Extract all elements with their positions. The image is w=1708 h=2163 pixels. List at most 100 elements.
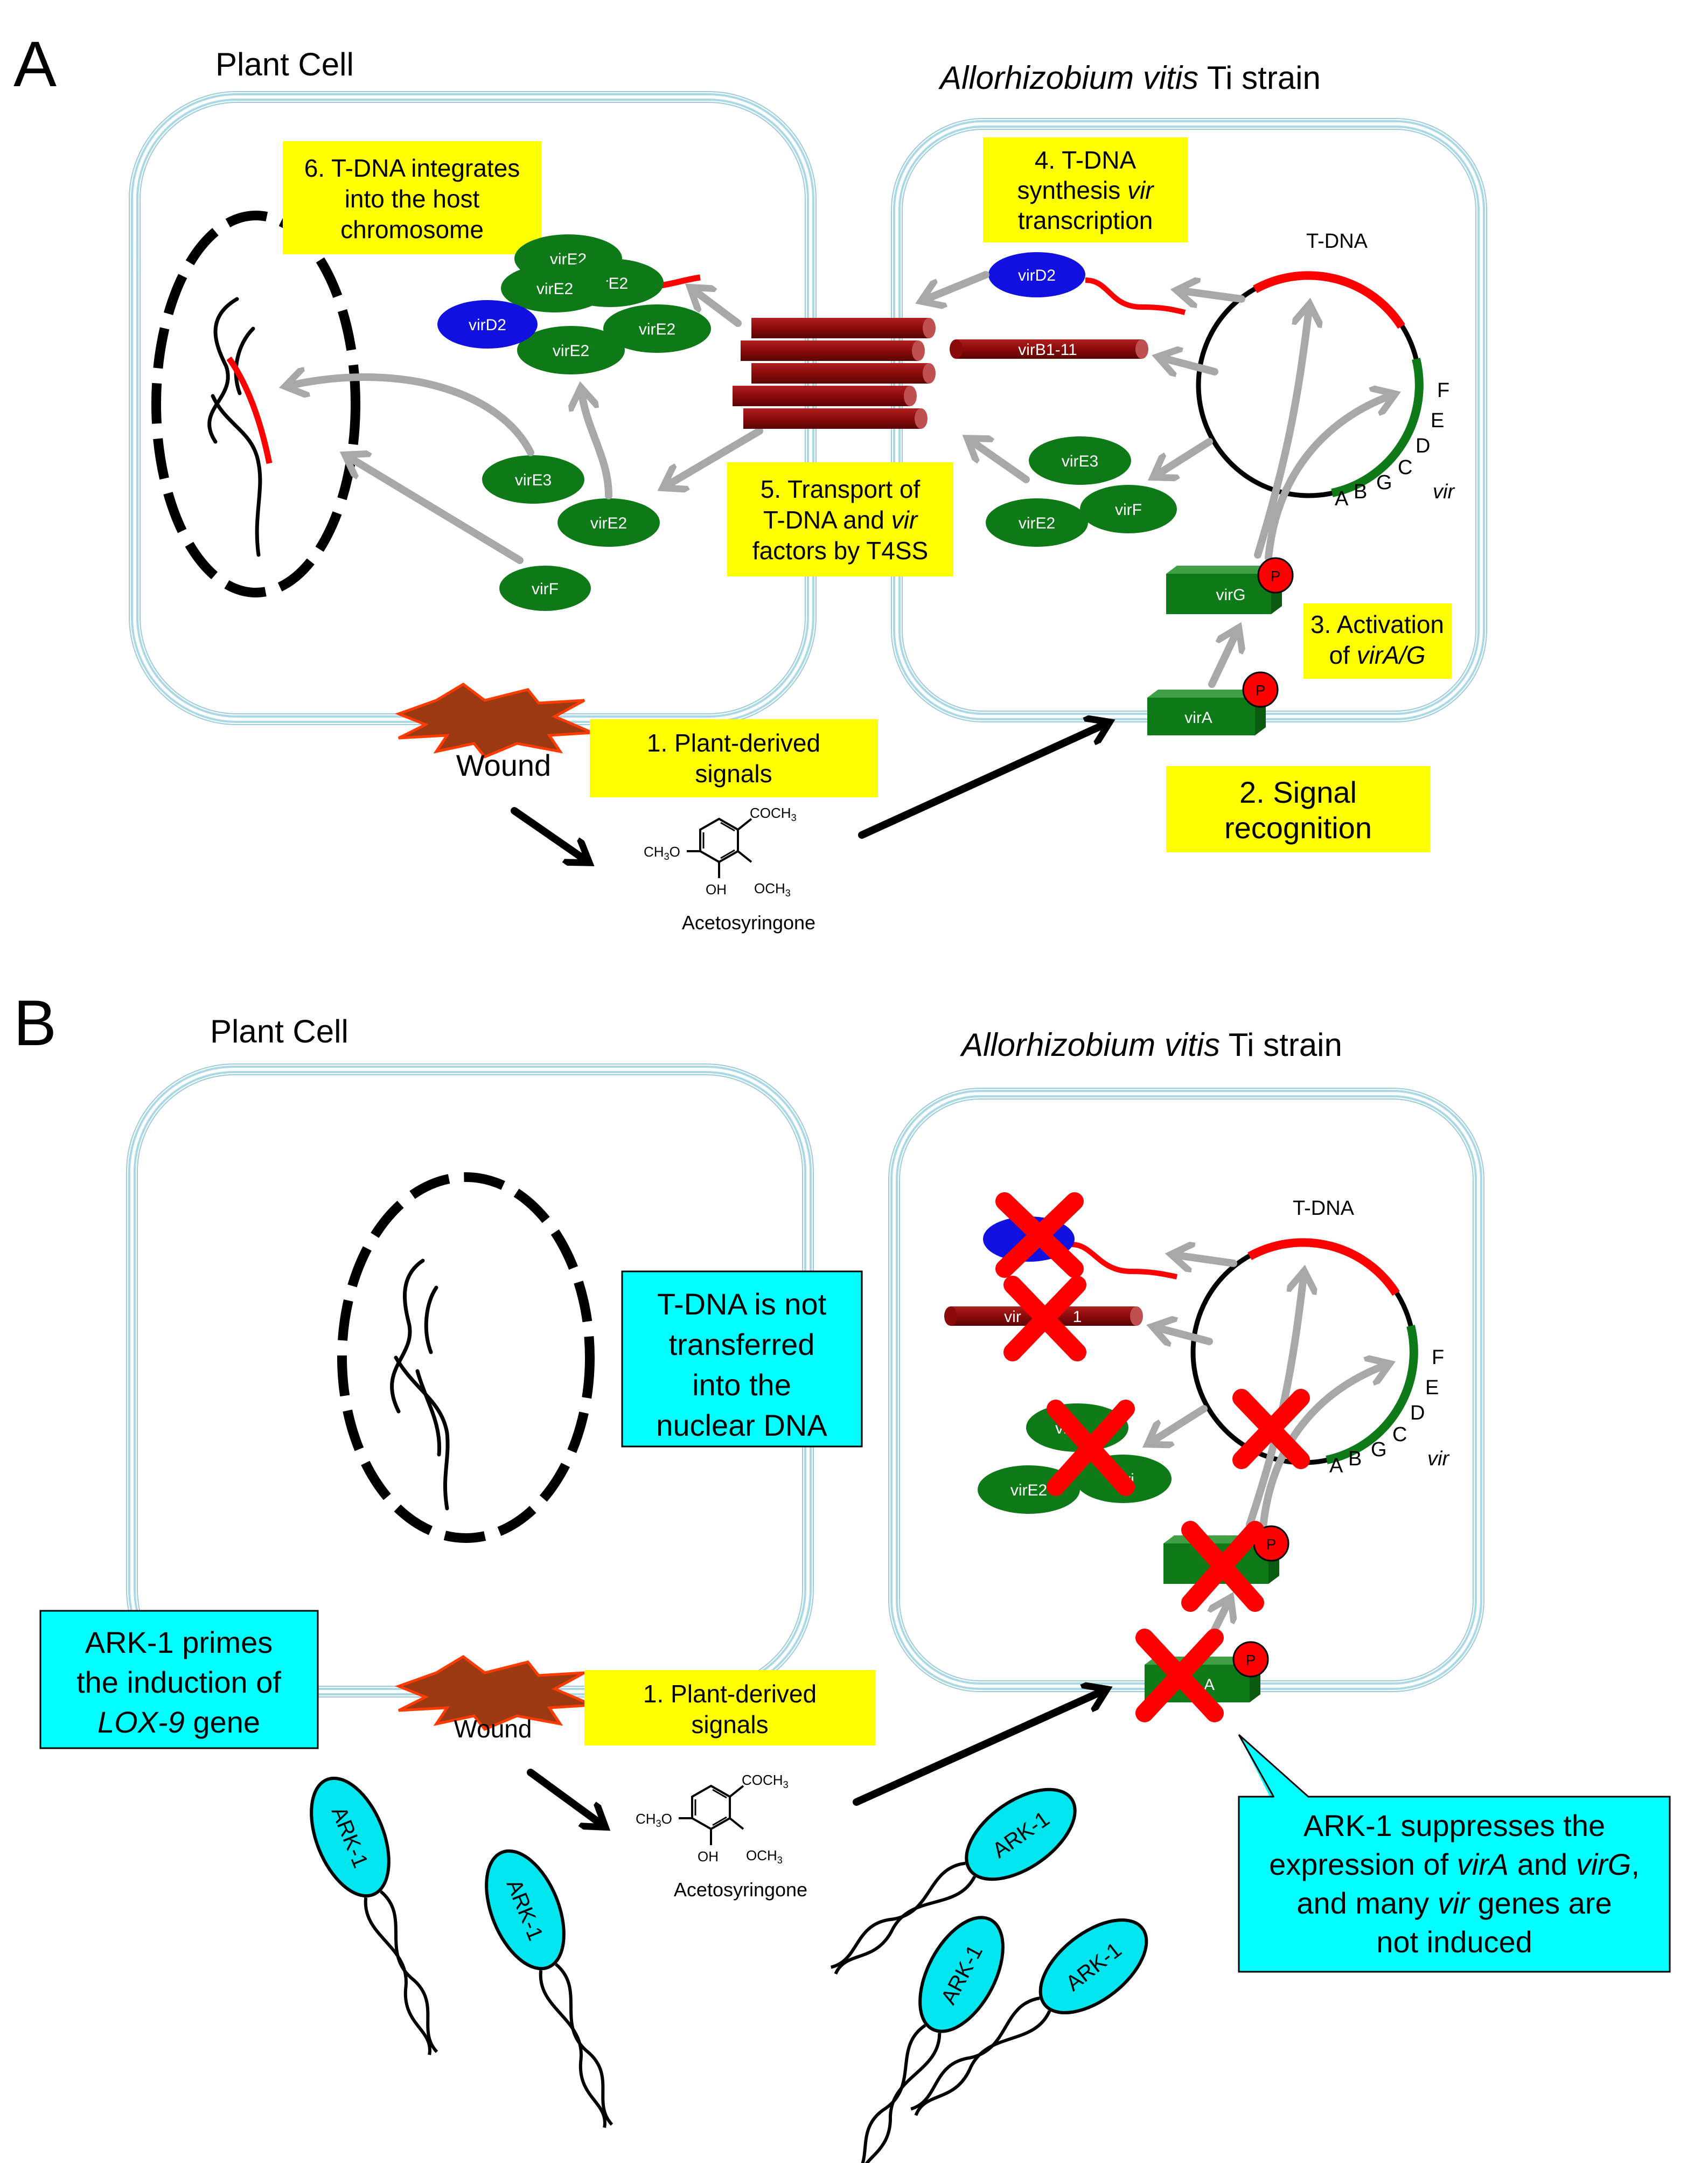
wound-label: Wound bbox=[456, 748, 551, 782]
red-x-marks bbox=[995, 1192, 1310, 1722]
svg-text:virD2: virD2 bbox=[469, 316, 506, 334]
step6-box: 6. T-DNA integrates into the host chromo… bbox=[283, 141, 541, 254]
svg-text:LOX-9 gene: LOX-9 gene bbox=[97, 1705, 260, 1739]
svg-text:G: G bbox=[1371, 1438, 1387, 1461]
svg-text:virE2: virE2 bbox=[536, 280, 573, 298]
svg-text:G: G bbox=[1376, 471, 1392, 494]
vire2-protein bbox=[557, 498, 660, 547]
red-x-induction bbox=[1232, 1389, 1310, 1469]
tdna-not-transferred-box: T-DNA is not transferred into the nuclea… bbox=[621, 1270, 863, 1448]
svg-text:ARK-1 primes: ARK-1 primes bbox=[85, 1625, 273, 1659]
panel-b: B Plant Cell Allorhizobium vitis Ti stra… bbox=[13, 987, 1671, 2163]
arrow-signal-to-vira bbox=[858, 725, 1104, 839]
svg-text:CH3O: CH3O bbox=[644, 844, 680, 862]
svg-text:signals: signals bbox=[695, 760, 772, 788]
svg-text:1. Plant-derived: 1. Plant-derived bbox=[643, 1680, 817, 1708]
svg-text:OCH3: OCH3 bbox=[746, 1847, 783, 1866]
panel-b-plant-cell-title: Plant Cell bbox=[210, 1013, 348, 1049]
vird2-protein bbox=[988, 252, 1085, 297]
arrow-tdna-to-vird2 bbox=[1182, 291, 1245, 299]
svg-text:Acetosyringone: Acetosyringone bbox=[674, 1879, 807, 1901]
svg-text:virG: virG bbox=[1216, 586, 1246, 604]
vire3-label: virE3 bbox=[1062, 453, 1098, 470]
svg-text:A: A bbox=[1335, 488, 1349, 510]
arrow-vire2-up bbox=[582, 393, 612, 499]
step1-box: 1. Plant-derived signals bbox=[590, 719, 878, 797]
svg-text:the induction of: the induction of bbox=[76, 1665, 281, 1699]
wound-a: Wound bbox=[394, 682, 593, 782]
red-x-vira bbox=[1135, 1629, 1224, 1722]
svg-text:F: F bbox=[1437, 379, 1449, 402]
acetosyringone-a: COCH3 CH3O OH OCH3 Acetosyringone bbox=[644, 805, 815, 934]
arrow-plasmid-to-virf bbox=[1158, 438, 1213, 474]
arrow-wound-to-signal bbox=[511, 807, 584, 859]
arrow-vire2-out bbox=[972, 442, 1030, 483]
vire2-protein bbox=[603, 304, 711, 353]
red-x-virb bbox=[1003, 1276, 1086, 1361]
arrow-virg-to-vir bbox=[1265, 396, 1390, 561]
nucleus-a bbox=[151, 211, 360, 597]
svg-text:B: B bbox=[1354, 481, 1367, 503]
vire2-protein bbox=[986, 498, 1088, 547]
red-x-virg bbox=[1181, 1521, 1264, 1612]
svg-text:nuclear DNA: nuclear DNA bbox=[656, 1408, 827, 1442]
t4ss-channel bbox=[733, 318, 936, 429]
virf-label: virF bbox=[1115, 501, 1142, 519]
arrow-vira-to-virg bbox=[1208, 633, 1236, 688]
svg-text:P: P bbox=[1246, 1652, 1256, 1668]
arrow-plasmid-to-virb bbox=[1163, 358, 1218, 372]
vire2-protein bbox=[501, 264, 609, 312]
svg-text:CH3O: CH3O bbox=[636, 1811, 672, 1829]
acetosyringone-b: COCH3 CH3O OH OCH3 Acetosyringone bbox=[636, 1772, 807, 1901]
svg-text:C: C bbox=[1392, 1423, 1407, 1446]
svg-text:transcription: transcription bbox=[1018, 206, 1153, 234]
tdna-strand-bacterium bbox=[1085, 277, 1186, 315]
vire3-protein bbox=[482, 455, 584, 504]
svg-text:1: 1 bbox=[1073, 1308, 1082, 1326]
svg-text:T-DNA is not: T-DNA is not bbox=[657, 1287, 827, 1321]
arrow-b-signal-vira bbox=[853, 1692, 1102, 1806]
arrow-b-virg-vir bbox=[1259, 1366, 1384, 1531]
vire3-protein bbox=[1029, 436, 1131, 485]
ark1-bacterium: ARK-1 bbox=[852, 1916, 1005, 2163]
svg-text:not induced: not induced bbox=[1376, 1925, 1532, 1959]
svg-text:factors by T4SS: factors by T4SS bbox=[752, 537, 928, 565]
panel-b-bacterium-title: Allorhizobium vitis Ti strain bbox=[960, 1027, 1342, 1063]
panel-b-letter: B bbox=[13, 987, 57, 1059]
svg-text:signals: signals bbox=[691, 1710, 768, 1738]
svg-text:ARK-1 suppresses the: ARK-1 suppresses the bbox=[1303, 1809, 1605, 1842]
ark1-bacterium: ARK-1 bbox=[310, 1776, 438, 2055]
svg-text:T-DNA: T-DNA bbox=[1293, 1197, 1355, 1220]
svg-text:2. Signal: 2. Signal bbox=[1239, 775, 1357, 809]
red-x-vird2 bbox=[995, 1192, 1084, 1278]
svg-text:5. Transport of: 5. Transport of bbox=[761, 475, 921, 503]
svg-text:D: D bbox=[1410, 1402, 1425, 1424]
svg-text:recognition: recognition bbox=[1224, 811, 1372, 845]
svg-text:transferred: transferred bbox=[669, 1327, 815, 1361]
panel-a-plant-cell-title: Plant Cell bbox=[215, 46, 354, 82]
panel-a-bacterium-title: Allorhizobium vitis Ti strain bbox=[938, 60, 1321, 96]
vir-label: vir bbox=[1433, 481, 1455, 503]
arrow-b-tdna bbox=[1177, 1255, 1237, 1263]
svg-text:E: E bbox=[1425, 1376, 1439, 1399]
svg-text:6. T-DNA integrates: 6. T-DNA integrates bbox=[304, 154, 520, 182]
vira-protein: virA P bbox=[1147, 671, 1279, 735]
step3-box: 3. Activation of virA/G bbox=[1303, 603, 1452, 679]
svg-text:COCH3: COCH3 bbox=[742, 1772, 789, 1790]
panel-a: A Plant Cell Allorhizobium vitis Ti stra… bbox=[13, 28, 1487, 934]
svg-text:synthesis vir: synthesis vir bbox=[1017, 176, 1154, 204]
svg-text:Wound: Wound bbox=[454, 1715, 532, 1743]
svg-text:chromosome: chromosome bbox=[340, 215, 484, 244]
svg-text:OH: OH bbox=[706, 881, 727, 898]
vire2-label: virE2 bbox=[590, 514, 627, 532]
arrow-t4ss-to-complex bbox=[695, 291, 742, 327]
svg-text:COCH3: COCH3 bbox=[750, 805, 797, 823]
arrow-virg-to-tdna bbox=[1254, 310, 1309, 559]
ark-suppresses-callout: ARK-1 suppresses the expression of virA … bbox=[1238, 1734, 1671, 1973]
ark1-bacterium: ARK-1 bbox=[830, 1788, 1077, 1975]
arrow-t4ss-to-vire2 bbox=[668, 427, 763, 485]
tdna-label: T-DNA bbox=[1306, 230, 1368, 253]
arrow-b-wound-signal bbox=[527, 1769, 601, 1824]
virg-protein: virG P bbox=[1166, 557, 1294, 614]
svg-text:virB1-11: virB1-11 bbox=[1018, 341, 1077, 359]
